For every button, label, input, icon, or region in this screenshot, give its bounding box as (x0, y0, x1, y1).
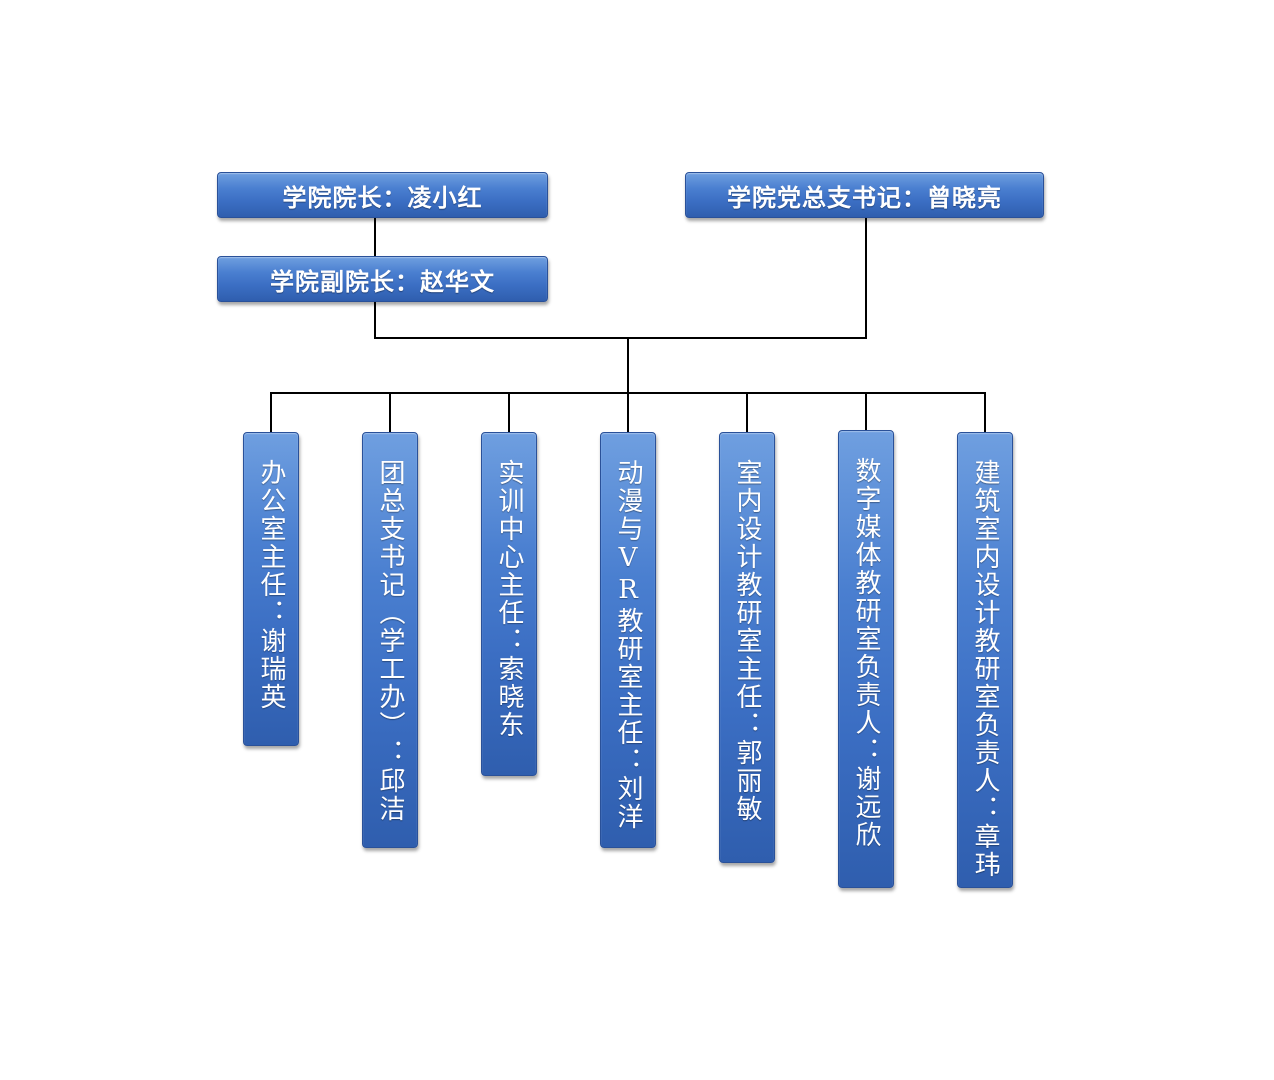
dean-box: 学院院长：凌小红 (217, 172, 548, 218)
vice-dean-label: 学院副院长：赵华文 (270, 266, 495, 296)
department-box-animation-vr: 动漫与VR教研室主任：刘洋 (600, 432, 656, 848)
department-box-digital-media: 数字媒体教研室负责人：谢远欣 (838, 430, 894, 888)
department-label: 实训中心主任：索晓东 (494, 459, 524, 739)
vice-dean-box: 学院副院长：赵华文 (217, 256, 548, 302)
party-secretary-label: 学院党总支书记：曾晓亮 (727, 182, 1002, 212)
department-label: 室内设计教研室主任：郭丽敏 (732, 459, 762, 823)
department-box-youth-league: 团总支书记（学工办）：邱洁 (362, 432, 418, 848)
party-secretary-box: 学院党总支书记：曾晓亮 (685, 172, 1044, 218)
department-label: 建筑室内设计教研室负责人：章玮 (970, 459, 1000, 879)
department-label: 办公室主任：谢瑞英 (256, 459, 286, 711)
department-box-interior-design: 室内设计教研室主任：郭丽敏 (719, 432, 775, 863)
department-box-office: 办公室主任：谢瑞英 (243, 432, 299, 746)
department-label: 数字媒体教研室负责人：谢远欣 (851, 457, 881, 849)
department-box-training-center: 实训中心主任：索晓东 (481, 432, 537, 776)
dean-label: 学院院长：凌小红 (282, 182, 483, 212)
department-label: 团总支书记（学工办）：邱洁 (375, 459, 405, 823)
department-box-architectural-interior: 建筑室内设计教研室负责人：章玮 (957, 432, 1013, 888)
department-label: 动漫与VR教研室主任：刘洋 (613, 459, 643, 831)
